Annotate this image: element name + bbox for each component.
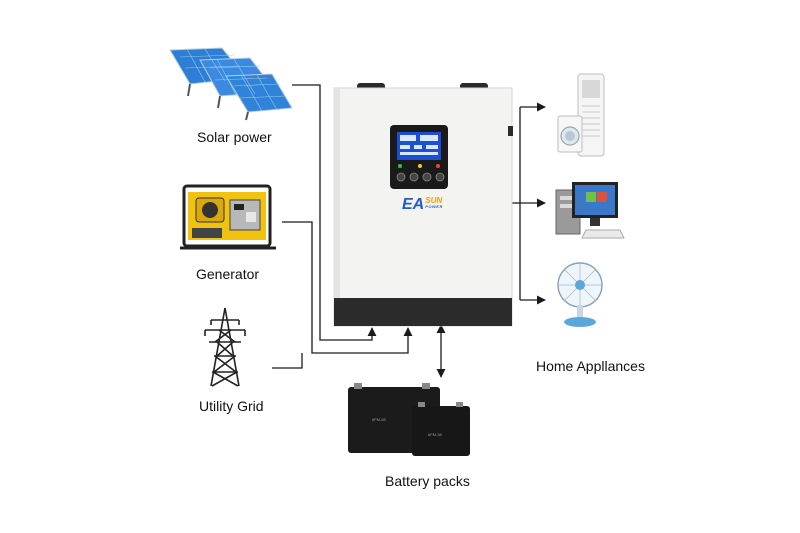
logo-sun: SUN <box>425 196 443 205</box>
inverter-logo: EA SUN POWER <box>402 197 443 213</box>
generator-line <box>282 221 413 354</box>
battery-small-label: 6FM-38 <box>428 432 442 437</box>
generator-label: Generator <box>196 266 260 282</box>
solar-line <box>292 84 377 341</box>
grid-line <box>272 353 303 369</box>
battery-big-label: 6FM-65 <box>372 417 386 422</box>
home-appliances-label: Home Appllances <box>536 358 645 374</box>
logo-power: POWER <box>425 204 443 209</box>
battery-packs-label: Battery packs <box>385 473 470 489</box>
logo-main: EA <box>402 196 425 213</box>
solar-power-label: Solar power <box>197 129 272 145</box>
utility-grid-label: Utility Grid <box>199 398 264 414</box>
